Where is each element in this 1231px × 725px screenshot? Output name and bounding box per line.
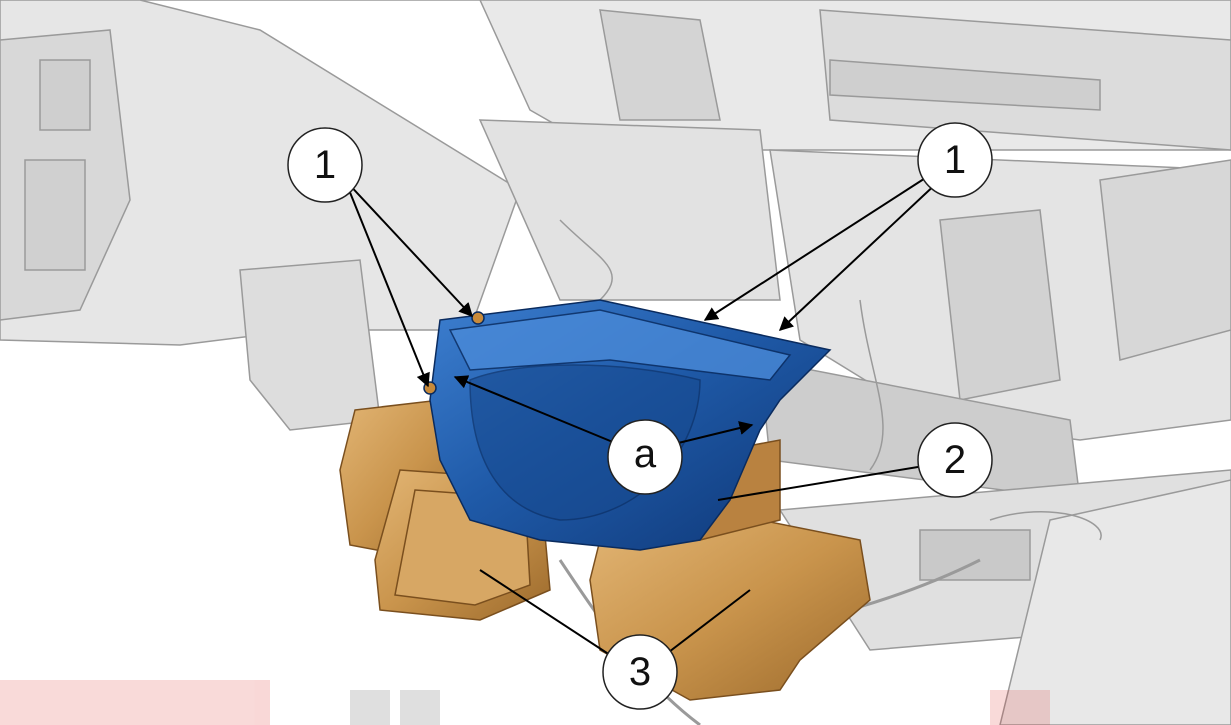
callout-a-label: a xyxy=(634,432,657,476)
callout-1-left-label: 1 xyxy=(314,143,336,187)
callout-3-label: 3 xyxy=(629,650,651,694)
leader-a-right xyxy=(669,421,754,446)
leader-2 xyxy=(717,464,931,501)
leader-1-right-b xyxy=(778,179,941,331)
leader-lines xyxy=(344,174,941,656)
leader-a-left xyxy=(453,375,621,446)
watermark xyxy=(0,680,1050,725)
leader-1-right-a xyxy=(703,174,931,321)
callout-2-label: 2 xyxy=(944,438,966,482)
leader-1-left-upper xyxy=(344,179,473,318)
callout-2: 2 xyxy=(917,422,993,498)
callout-1-left: 1 xyxy=(287,127,363,203)
callout-1-right-label: 1 xyxy=(944,138,966,182)
leader-3-left xyxy=(479,569,611,656)
callout-3: 3 xyxy=(602,634,678,710)
callout-1-right: 1 xyxy=(917,122,993,198)
callout-a: a xyxy=(607,419,683,495)
leader-1-left-lower xyxy=(344,179,430,388)
leader-3-right xyxy=(664,589,751,656)
